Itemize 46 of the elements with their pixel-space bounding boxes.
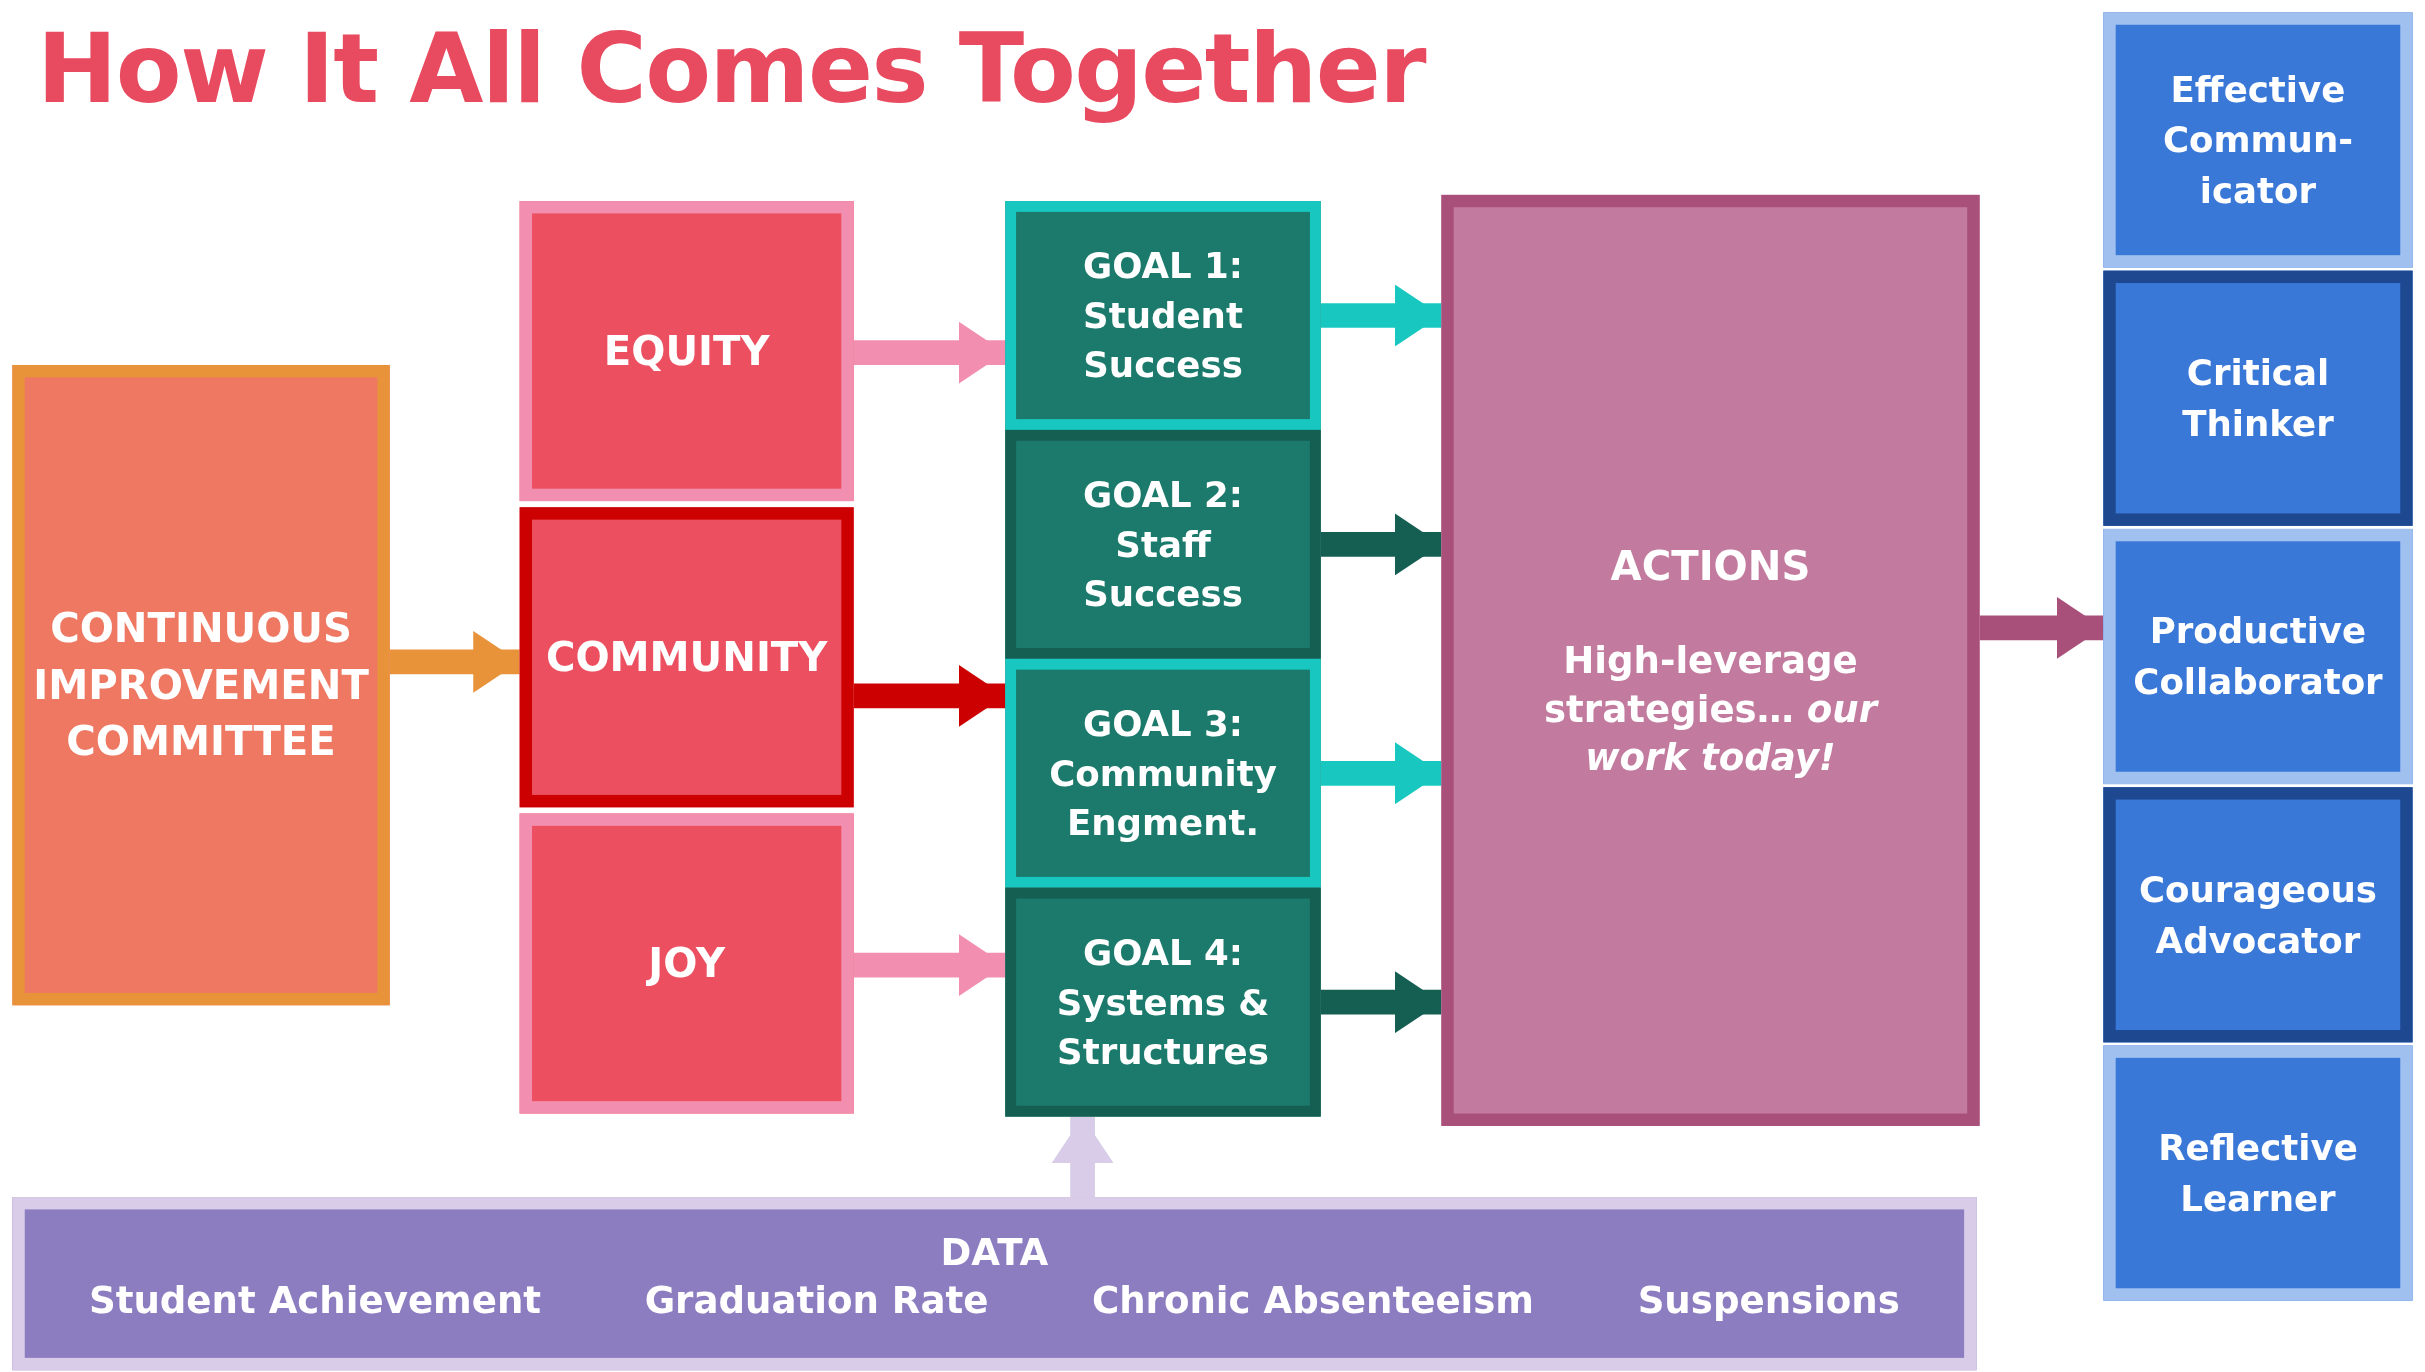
block-arrow — [1320, 284, 1442, 347]
outcome-box — [2103, 787, 2413, 1043]
block-arrow — [1320, 971, 1442, 1034]
committee-box — [12, 365, 390, 1006]
box-label: Effective Commun- icator — [2161, 68, 2354, 212]
block-arrow — [853, 321, 1006, 384]
box-label: CONTINUOUS IMPROVEMENT COMMITTEE — [33, 604, 369, 767]
box-label: Productive Collaborator — [2132, 610, 2384, 704]
data-panel — [12, 1197, 1977, 1371]
box-label: Reflective Learner — [2157, 1126, 2359, 1220]
outcome-box — [2103, 1045, 2413, 1301]
outcome-box — [2103, 12, 2413, 268]
value-box — [519, 201, 854, 502]
data-item: Graduation Rate — [644, 1278, 989, 1324]
panel-heading: DATA — [940, 1231, 1049, 1276]
block-arrow — [1051, 1116, 1114, 1198]
block-arrow — [853, 934, 1006, 996]
block-arrow — [389, 631, 520, 693]
outcome-box — [2103, 528, 2413, 785]
title: How It All Comes Together — [37, 12, 1426, 126]
goal-box — [1005, 201, 1321, 430]
goal-box — [1005, 429, 1321, 659]
box-label: Critical Thinker — [2181, 352, 2335, 446]
box-label: GOAL 2: Staff Success — [1082, 473, 1244, 617]
box-label: COMMUNITY — [545, 632, 828, 683]
data-item: Student Achievement — [88, 1278, 542, 1324]
box-text: High-leverage strategies… our work today! — [1543, 638, 1880, 782]
box-label: EQUITY — [603, 326, 770, 376]
value-box — [519, 507, 854, 808]
actions-box — [1441, 194, 1980, 1126]
data-item: Chronic Absenteeism — [1091, 1278, 1535, 1324]
goal-box — [1005, 887, 1321, 1117]
box-heading: ACTIONS — [1610, 541, 1811, 592]
box-label: Courageous Advocator — [2138, 868, 2378, 962]
box-label: JOY — [648, 939, 726, 989]
box-label: GOAL 1: Student Success — [1082, 244, 1244, 388]
outcome-box — [2103, 270, 2413, 526]
value-box — [519, 813, 854, 1114]
block-arrow — [1320, 742, 1442, 805]
block-arrow — [1320, 513, 1442, 576]
block-arrow — [853, 665, 1006, 727]
data-item: Suspensions — [1637, 1278, 1900, 1324]
box-label: GOAL 4: Systems & Structures — [1055, 931, 1271, 1074]
box-label: GOAL 3: Community Engment. — [1048, 702, 1278, 845]
block-arrow — [1979, 596, 2104, 659]
goal-box — [1005, 658, 1321, 888]
